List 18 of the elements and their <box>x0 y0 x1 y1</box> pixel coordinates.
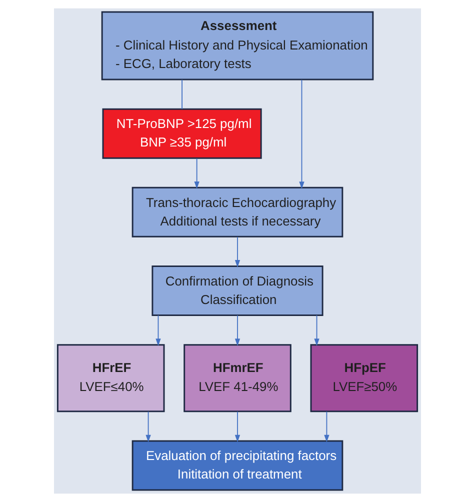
arrow <box>155 314 160 346</box>
node-box: Confirmation of Diagnosis Classification <box>151 266 323 316</box>
node-box: Trans-thoracic Echocardiography Additional tests if necessary <box>131 186 343 238</box>
arrow <box>234 314 240 346</box>
node-box: HFrEF LVEF≤40% <box>56 344 164 412</box>
node-box: HFmrEF LVEF 41-49% <box>183 344 291 412</box>
node-box: Assessment - Clinical History and Physical Examionation - ECG, Laboratory tests <box>100 11 374 80</box>
arrow <box>298 79 304 189</box>
arrow <box>314 314 319 346</box>
arrow <box>234 411 240 442</box>
arrow <box>145 411 150 442</box>
connector <box>181 79 182 110</box>
arrow <box>324 411 329 442</box>
node-box: NT-ProBNP >125 pg/ml BNP ≥35 pg/ml <box>102 108 262 159</box>
arrow <box>234 236 240 268</box>
node-box: HFpEF LVEF≥50% <box>310 344 418 412</box>
arrow <box>194 158 199 189</box>
node-box: Evaluation of precipitating factors Inititation of treatment <box>131 440 343 491</box>
